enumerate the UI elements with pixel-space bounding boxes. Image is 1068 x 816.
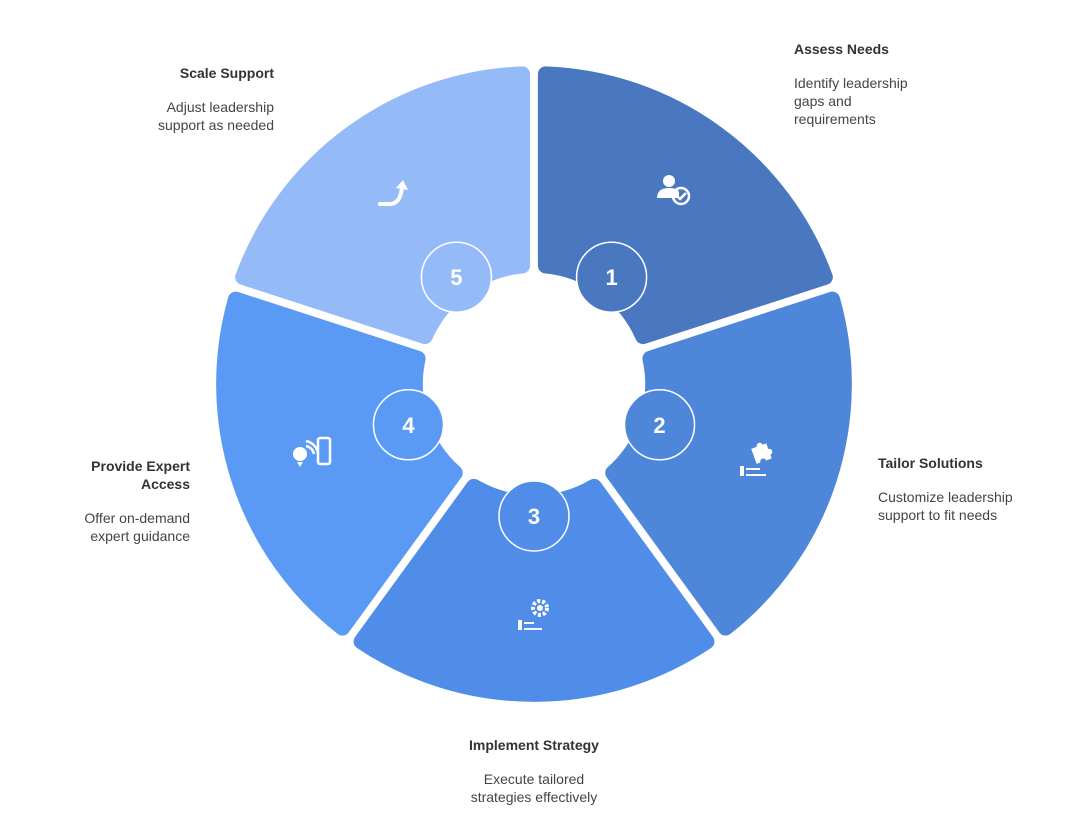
step-title: Scale Support [179, 65, 274, 81]
step-number-badge [372, 389, 445, 461]
step-4-label: Provide Expert Access Offer on-demand ex… [50, 457, 190, 545]
step-number: 5 [450, 265, 462, 290]
step-title: Implement Strategy [469, 737, 599, 753]
step-title: Tailor Solutions [878, 455, 983, 471]
bulb-phone-signal-icon [293, 436, 332, 467]
step-description: Customize leadership support to fit need… [878, 489, 1013, 523]
hand-puzzle-icon [740, 442, 773, 476]
step-5-label: Scale Support Adjust leadership support … [134, 64, 274, 134]
step-number: 2 [653, 413, 665, 438]
step-number-badge [420, 241, 493, 313]
step-description: Identify leadership gaps and requirement… [794, 75, 908, 127]
step-title: Assess Needs [794, 41, 889, 57]
step-description: Execute tailored strategies effectively [470, 771, 598, 805]
step-title: Provide Expert Access [91, 458, 190, 492]
step-description: Adjust leadership support as needed [158, 99, 274, 133]
step-number-badge [498, 480, 570, 552]
step-3-label: Implement Strategy Execute tailored stra… [434, 736, 634, 806]
step-number: 4 [402, 413, 415, 438]
step-number-badge [623, 389, 696, 461]
step-number-badge [575, 241, 648, 313]
step-1-label: Assess Needs Identify leadership gaps an… [794, 40, 954, 128]
step-number: 1 [605, 265, 617, 290]
person-check-icon [657, 175, 691, 206]
step-description: Offer on-demand expert guidance [84, 510, 190, 544]
step-number: 3 [528, 504, 540, 529]
step-2-label: Tailor Solutions Customize leadership su… [878, 454, 1018, 524]
arrow-up-curve-icon [378, 180, 408, 206]
hand-gear-icon [518, 599, 549, 630]
